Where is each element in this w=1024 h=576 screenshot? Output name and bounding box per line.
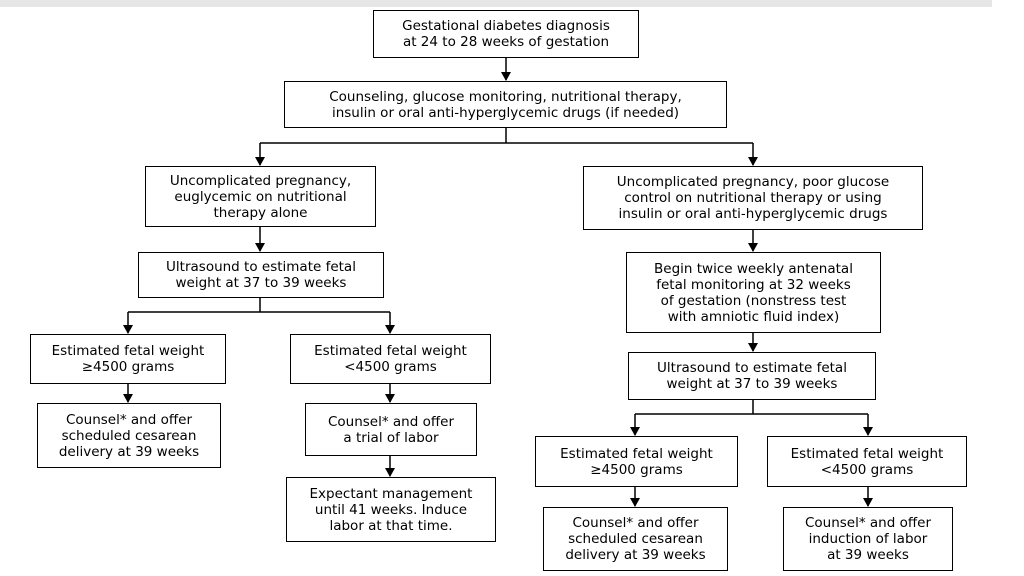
left-trial-labor-box: Counsel* and offer a trial of labor bbox=[305, 403, 477, 456]
expectant-management-box: Expectant management until 41 weeks. Ind… bbox=[286, 477, 496, 542]
right-ultrasound-box: Ultrasound to estimate fetal weight at 3… bbox=[628, 352, 876, 400]
right-cesarean-box: Counsel* and offer scheduled cesarean de… bbox=[543, 507, 728, 571]
left-cesarean-box: Counsel* and offer scheduled cesarean de… bbox=[37, 403, 221, 468]
right-monitoring-box: Begin twice weekly antenatal fetal monit… bbox=[626, 252, 881, 333]
right-efw-high-box: Estimated fetal weight ≥4500 grams bbox=[535, 436, 738, 487]
left-efw-low-box: Estimated fetal weight <4500 grams bbox=[290, 334, 491, 384]
right-induction-box: Counsel* and offer induction of labor at… bbox=[783, 507, 953, 571]
counseling-box: Counseling, glucose monitoring, nutritio… bbox=[284, 81, 727, 128]
right-margin bbox=[992, 0, 1024, 576]
left-branch-box: Uncomplicated pregnancy, euglycemic on n… bbox=[145, 166, 376, 227]
left-ultrasound-box: Ultrasound to estimate fetal weight at 3… bbox=[138, 252, 384, 298]
diagnosis-box: Gestational diabetes diagnosis at 24 to … bbox=[373, 10, 639, 58]
left-efw-high-box: Estimated fetal weight ≥4500 grams bbox=[30, 334, 226, 384]
right-efw-low-box: Estimated fetal weight <4500 grams bbox=[767, 436, 967, 487]
right-branch-box: Uncomplicated pregnancy, poor glucose co… bbox=[583, 166, 923, 230]
top-bar bbox=[0, 0, 992, 7]
